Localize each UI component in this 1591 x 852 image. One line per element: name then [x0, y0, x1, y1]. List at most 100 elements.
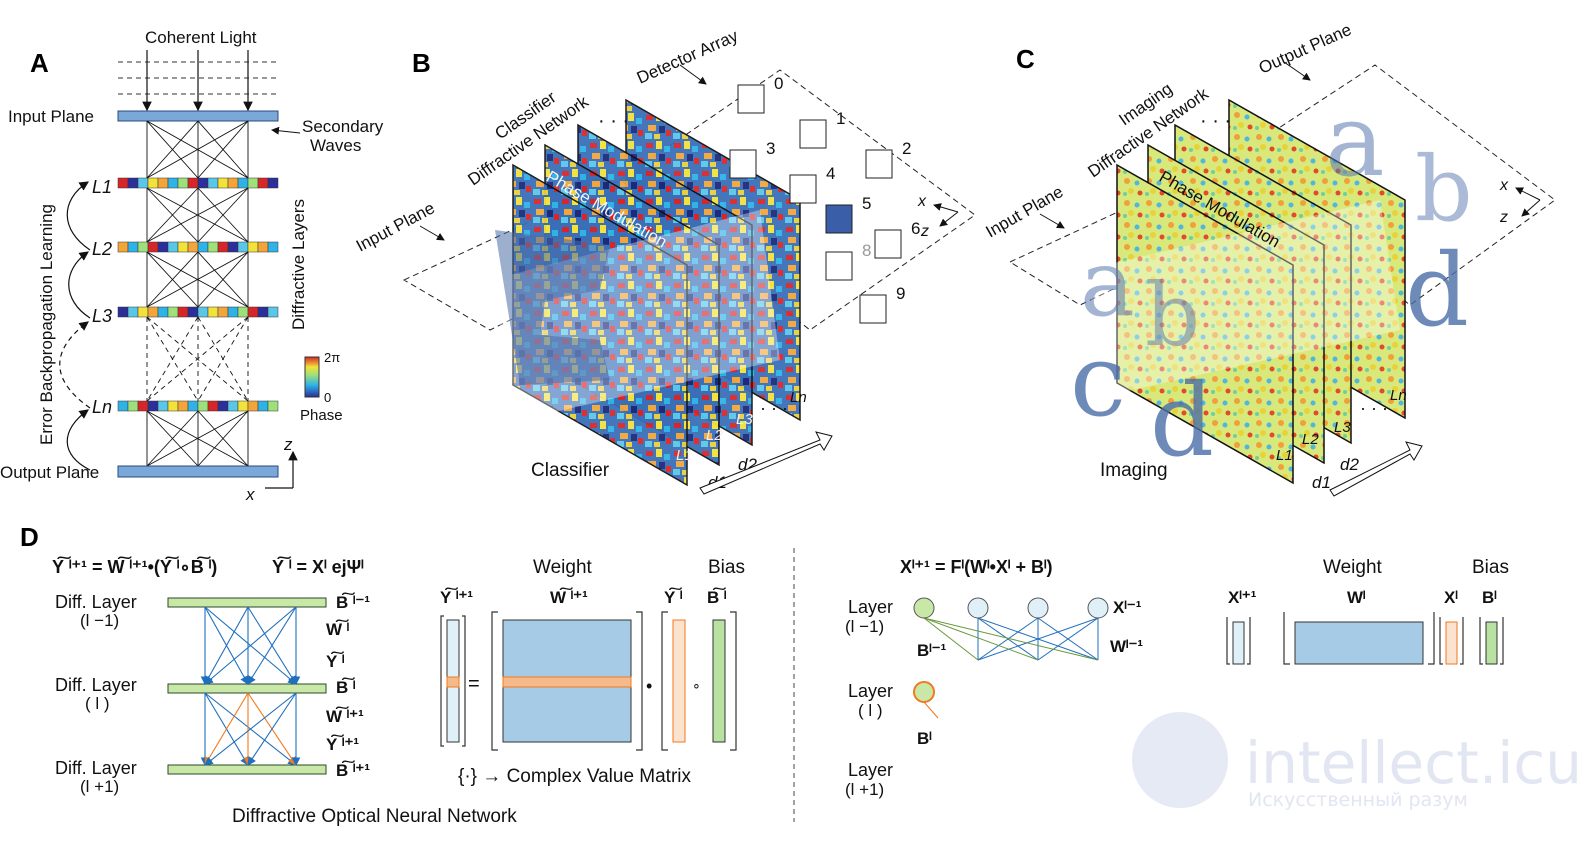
diff-layer-next: Diff. Layer	[55, 758, 137, 778]
diff-layer-bar-cur	[167, 683, 327, 694]
layer-cell	[147, 400, 159, 412]
diffraction-ray	[146, 316, 249, 402]
layer-cell	[217, 241, 229, 253]
layer-cell	[117, 400, 129, 412]
layer-cell	[137, 241, 149, 253]
layer-cell	[207, 306, 219, 318]
panel-label-c: C	[1016, 44, 1035, 74]
layer-cell	[167, 400, 179, 412]
detector-box	[737, 84, 765, 114]
b-cur-label-r: Bˡ	[917, 729, 932, 748]
layer-cell	[257, 177, 269, 189]
layer-prev-label: Layer	[848, 597, 893, 617]
layer-cell	[127, 400, 139, 412]
layer-cell	[167, 241, 179, 253]
layer-cell	[147, 241, 159, 253]
w-prev-label: Wˡ⁻¹	[1110, 637, 1143, 656]
layer-cell	[197, 241, 209, 253]
input-plane-bar	[117, 110, 279, 122]
ann-bias-edge	[923, 617, 1099, 661]
axis-x-a: x	[245, 485, 255, 504]
axes-b	[933, 203, 959, 227]
detector-label: 5	[862, 194, 871, 213]
detector-label: 0	[774, 74, 783, 93]
weight-label-left: Weight	[533, 557, 593, 578]
input-plane-label-a: Input Plane	[8, 107, 94, 126]
layer-cur-label: Layer	[848, 681, 893, 701]
matrix-brackets-right	[1226, 612, 1504, 665]
d2-label-c: d2	[1340, 455, 1359, 474]
layer-cell	[217, 400, 229, 412]
detector-box	[789, 174, 817, 204]
vector-b-r	[1485, 621, 1498, 665]
diffraction-ray	[146, 120, 249, 179]
layer-next-idx: (l +1)	[845, 780, 884, 799]
layer-cell	[267, 306, 279, 318]
layer-cell	[127, 306, 139, 318]
axis-z-c: z	[1499, 209, 1508, 226]
input-plane-label-c: Input Plane	[983, 182, 1067, 241]
donn-ray-upper	[204, 606, 249, 685]
light-arrows	[142, 50, 253, 112]
w-cur-label: W͠ ˡ	[326, 619, 349, 639]
watermark-brand: intellect.icu	[1245, 729, 1582, 797]
ann-weight-edge	[977, 617, 1039, 661]
layer-cell	[227, 177, 239, 189]
detector-label: 3	[766, 139, 775, 158]
layer-cell	[207, 177, 219, 189]
equals-sign: =	[468, 673, 480, 695]
error-backprop-label: Error Backpropagation Learning	[37, 204, 56, 445]
vector-b	[712, 619, 726, 743]
diff-layer-next-idx: (l +1)	[80, 777, 119, 796]
layer-cell	[187, 306, 199, 318]
layer-cell	[227, 400, 239, 412]
b-prev-label-r: Bˡ⁻¹	[917, 641, 947, 660]
axes-c	[1515, 187, 1541, 217]
mat-y: Y͠ ˡ	[664, 587, 682, 607]
panel-label-b: B	[412, 48, 431, 78]
layer-cell	[217, 177, 229, 189]
layer-cell	[117, 306, 129, 318]
ann-bias-out-edge	[923, 701, 939, 719]
axis-x-b: x	[917, 193, 927, 210]
bias-label-left: Bias	[708, 557, 745, 578]
layer-cell	[137, 306, 149, 318]
layer-cell	[237, 306, 249, 318]
layer-plates-c	[1116, 98, 1406, 485]
panel-label-a: A	[30, 48, 49, 78]
diffraction-ray	[146, 251, 249, 308]
hadamard-operator: ∘	[692, 677, 701, 693]
layer-ln-c: Ln	[1390, 387, 1407, 404]
vector-x	[1445, 621, 1458, 665]
layer-prev-idx: (l −1)	[845, 617, 884, 636]
panel-a: A Coherent Light Input Plane Secondary W…	[0, 28, 384, 504]
phase-colorbar	[304, 356, 320, 398]
input-digit-five	[495, 230, 610, 385]
layer-cell	[217, 306, 229, 318]
layer-cell	[247, 306, 259, 318]
output-plane-bar	[117, 465, 279, 478]
dots-b: · · ·	[598, 110, 629, 132]
panel-c: C a b c d a b d Output Plane Imaging Dif…	[983, 20, 1556, 497]
mat-x: Xˡ	[1444, 588, 1458, 607]
y-next-label: Y͠ ˡ⁺¹	[326, 734, 359, 754]
input-letter-d: d	[1150, 362, 1214, 479]
phase-max-label: 2π	[324, 350, 340, 365]
diff-layer-bar-next	[167, 764, 327, 775]
eq-ann: Xˡ⁺¹ = Fˡ(Wˡ•Xˡ + Bˡ)	[900, 557, 1053, 577]
layer-cell	[197, 177, 209, 189]
detector-label: 2	[902, 139, 911, 158]
donn-connections	[200, 606, 301, 767]
detector-box	[865, 149, 893, 179]
layer-cell	[157, 241, 169, 253]
imaging-caption: Imaging	[1100, 460, 1168, 481]
matrix-w-row-highlight	[502, 676, 632, 688]
x-prev-label: Xˡ⁻¹	[1113, 598, 1142, 617]
watermark-logo-icon	[1132, 712, 1228, 808]
detector-box	[825, 204, 853, 234]
diffraction-ray	[146, 187, 249, 243]
layer-cell	[127, 177, 139, 189]
detector-array-label: Detector Array	[634, 26, 741, 88]
